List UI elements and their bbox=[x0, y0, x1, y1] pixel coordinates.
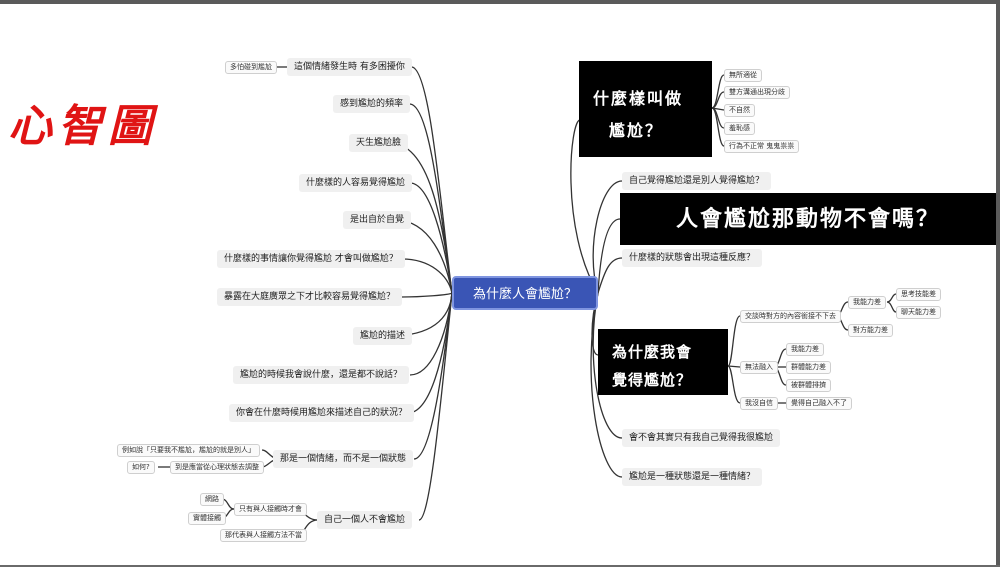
left-node-7[interactable]: 暴露在大庭廣眾之下才比較容易覺得尷尬？ bbox=[217, 288, 403, 306]
left-node-11[interactable]: 那是一個情緒，而不是一個狀態 bbox=[273, 450, 414, 468]
left-leaf-n12c[interactable]: 只有與人接觸時才會 bbox=[234, 503, 307, 516]
left-leaf-n11c[interactable]: 到是應當從心理狀態去調整 bbox=[170, 461, 264, 474]
why-leaf-a[interactable]: 交談時對方的內容銜接不下去 bbox=[740, 310, 841, 323]
left-node-9[interactable]: 尷尬的時候我會說什麼，還是都不說話？ bbox=[233, 366, 410, 384]
window-right-border bbox=[996, 0, 1000, 567]
why-leaf-b3[interactable]: 被群體排擠 bbox=[786, 379, 831, 392]
left-node-5[interactable]: 是出自於自覺 bbox=[343, 211, 412, 229]
left-leaf-n1[interactable]: 多怕碰到尷尬 bbox=[225, 61, 277, 74]
left-leaf-n11a[interactable]: 例如說「只要我不尷尬，尷尬的就是別人」 bbox=[117, 444, 260, 457]
why-leaf-a1b[interactable]: 聊天能力差 bbox=[896, 306, 941, 319]
why-leaf-a2[interactable]: 對方能力差 bbox=[848, 324, 893, 337]
left-leaf-n12a[interactable]: 網路 bbox=[200, 493, 224, 506]
right-node-3[interactable]: 會不會其實只有我自己覺得我很尷尬 bbox=[622, 429, 781, 447]
black-node-3-line1: 為什麼我會 bbox=[612, 343, 693, 361]
left-node-4[interactable]: 什麼樣的人容易覺得尷尬 bbox=[299, 174, 413, 192]
right-leaf-1[interactable]: 無所適從 bbox=[724, 69, 762, 82]
why-leaf-a1[interactable]: 我能力差 bbox=[848, 296, 886, 309]
window-bottom-border bbox=[0, 565, 1000, 567]
right-node-2[interactable]: 什麼樣的狀態會出現這種反應？ bbox=[622, 249, 763, 267]
right-leaf-5[interactable]: 行為不正常 鬼鬼祟祟 bbox=[724, 140, 800, 153]
center-topic[interactable]: 為什麼人會尷尬？ bbox=[452, 276, 598, 310]
why-leaf-b[interactable]: 無法融入 bbox=[740, 361, 778, 374]
left-node-3[interactable]: 天生尷尬臉 bbox=[349, 134, 409, 152]
left-node-6[interactable]: 什麼樣的事情讓你覺得尷尬 才會叫做尷尬？ bbox=[217, 250, 405, 268]
why-leaf-a1a[interactable]: 思考技能差 bbox=[896, 288, 941, 301]
black-node-3-line2: 覺得尷尬？ bbox=[612, 371, 693, 389]
left-leaf-n11b[interactable]: 如何? bbox=[127, 461, 155, 474]
right-black-node-why-me[interactable]: 為什麼我會 覺得尷尬？ bbox=[598, 329, 728, 395]
right-black-node-animals[interactable]: 人會尷尬那動物不會嗎？ bbox=[620, 193, 996, 245]
right-leaf-4[interactable]: 羞恥感 bbox=[724, 122, 755, 135]
left-node-12[interactable]: 自己一個人不會尷尬 bbox=[317, 511, 413, 529]
right-black-node-what-is-awkward[interactable]: 什麼樣叫做 尷尬？ bbox=[579, 61, 712, 157]
why-leaf-b1[interactable]: 我能力差 bbox=[786, 343, 824, 356]
right-leaf-2[interactable]: 雙方溝通出現分歧 bbox=[724, 86, 790, 99]
left-leaf-n12b[interactable]: 實體接觸 bbox=[188, 512, 226, 525]
page-title: 心智圖 bbox=[8, 101, 158, 152]
why-leaf-b2[interactable]: 群體能力差 bbox=[786, 361, 831, 374]
left-leaf-n12d[interactable]: 那代表與人接觸方法不當 bbox=[220, 529, 307, 542]
window-top-border bbox=[0, 0, 1000, 4]
left-node-8[interactable]: 尷尬的描述 bbox=[353, 327, 413, 345]
why-leaf-c[interactable]: 我沒自信 bbox=[740, 397, 778, 410]
why-leaf-c1[interactable]: 覺得自己融入不了 bbox=[786, 397, 852, 410]
left-node-2[interactable]: 感到尷尬的頻率 bbox=[333, 95, 411, 113]
right-node-1[interactable]: 自己覺得尷尬還是別人覺得尷尬？ bbox=[622, 172, 772, 190]
left-node-10[interactable]: 你會在什麼時候用尷尬來描述自己的狀況？ bbox=[229, 404, 415, 422]
black-node-1-line2: 尷尬？ bbox=[609, 121, 664, 140]
right-node-4[interactable]: 尷尬是一種狀態還是一種情緒？ bbox=[622, 468, 763, 486]
left-node-1[interactable]: 這個情緒發生時 有多困擾你 bbox=[287, 58, 412, 76]
right-leaf-3[interactable]: 不自然 bbox=[724, 104, 755, 117]
black-node-1-line1: 什麼樣叫做 bbox=[593, 89, 684, 108]
